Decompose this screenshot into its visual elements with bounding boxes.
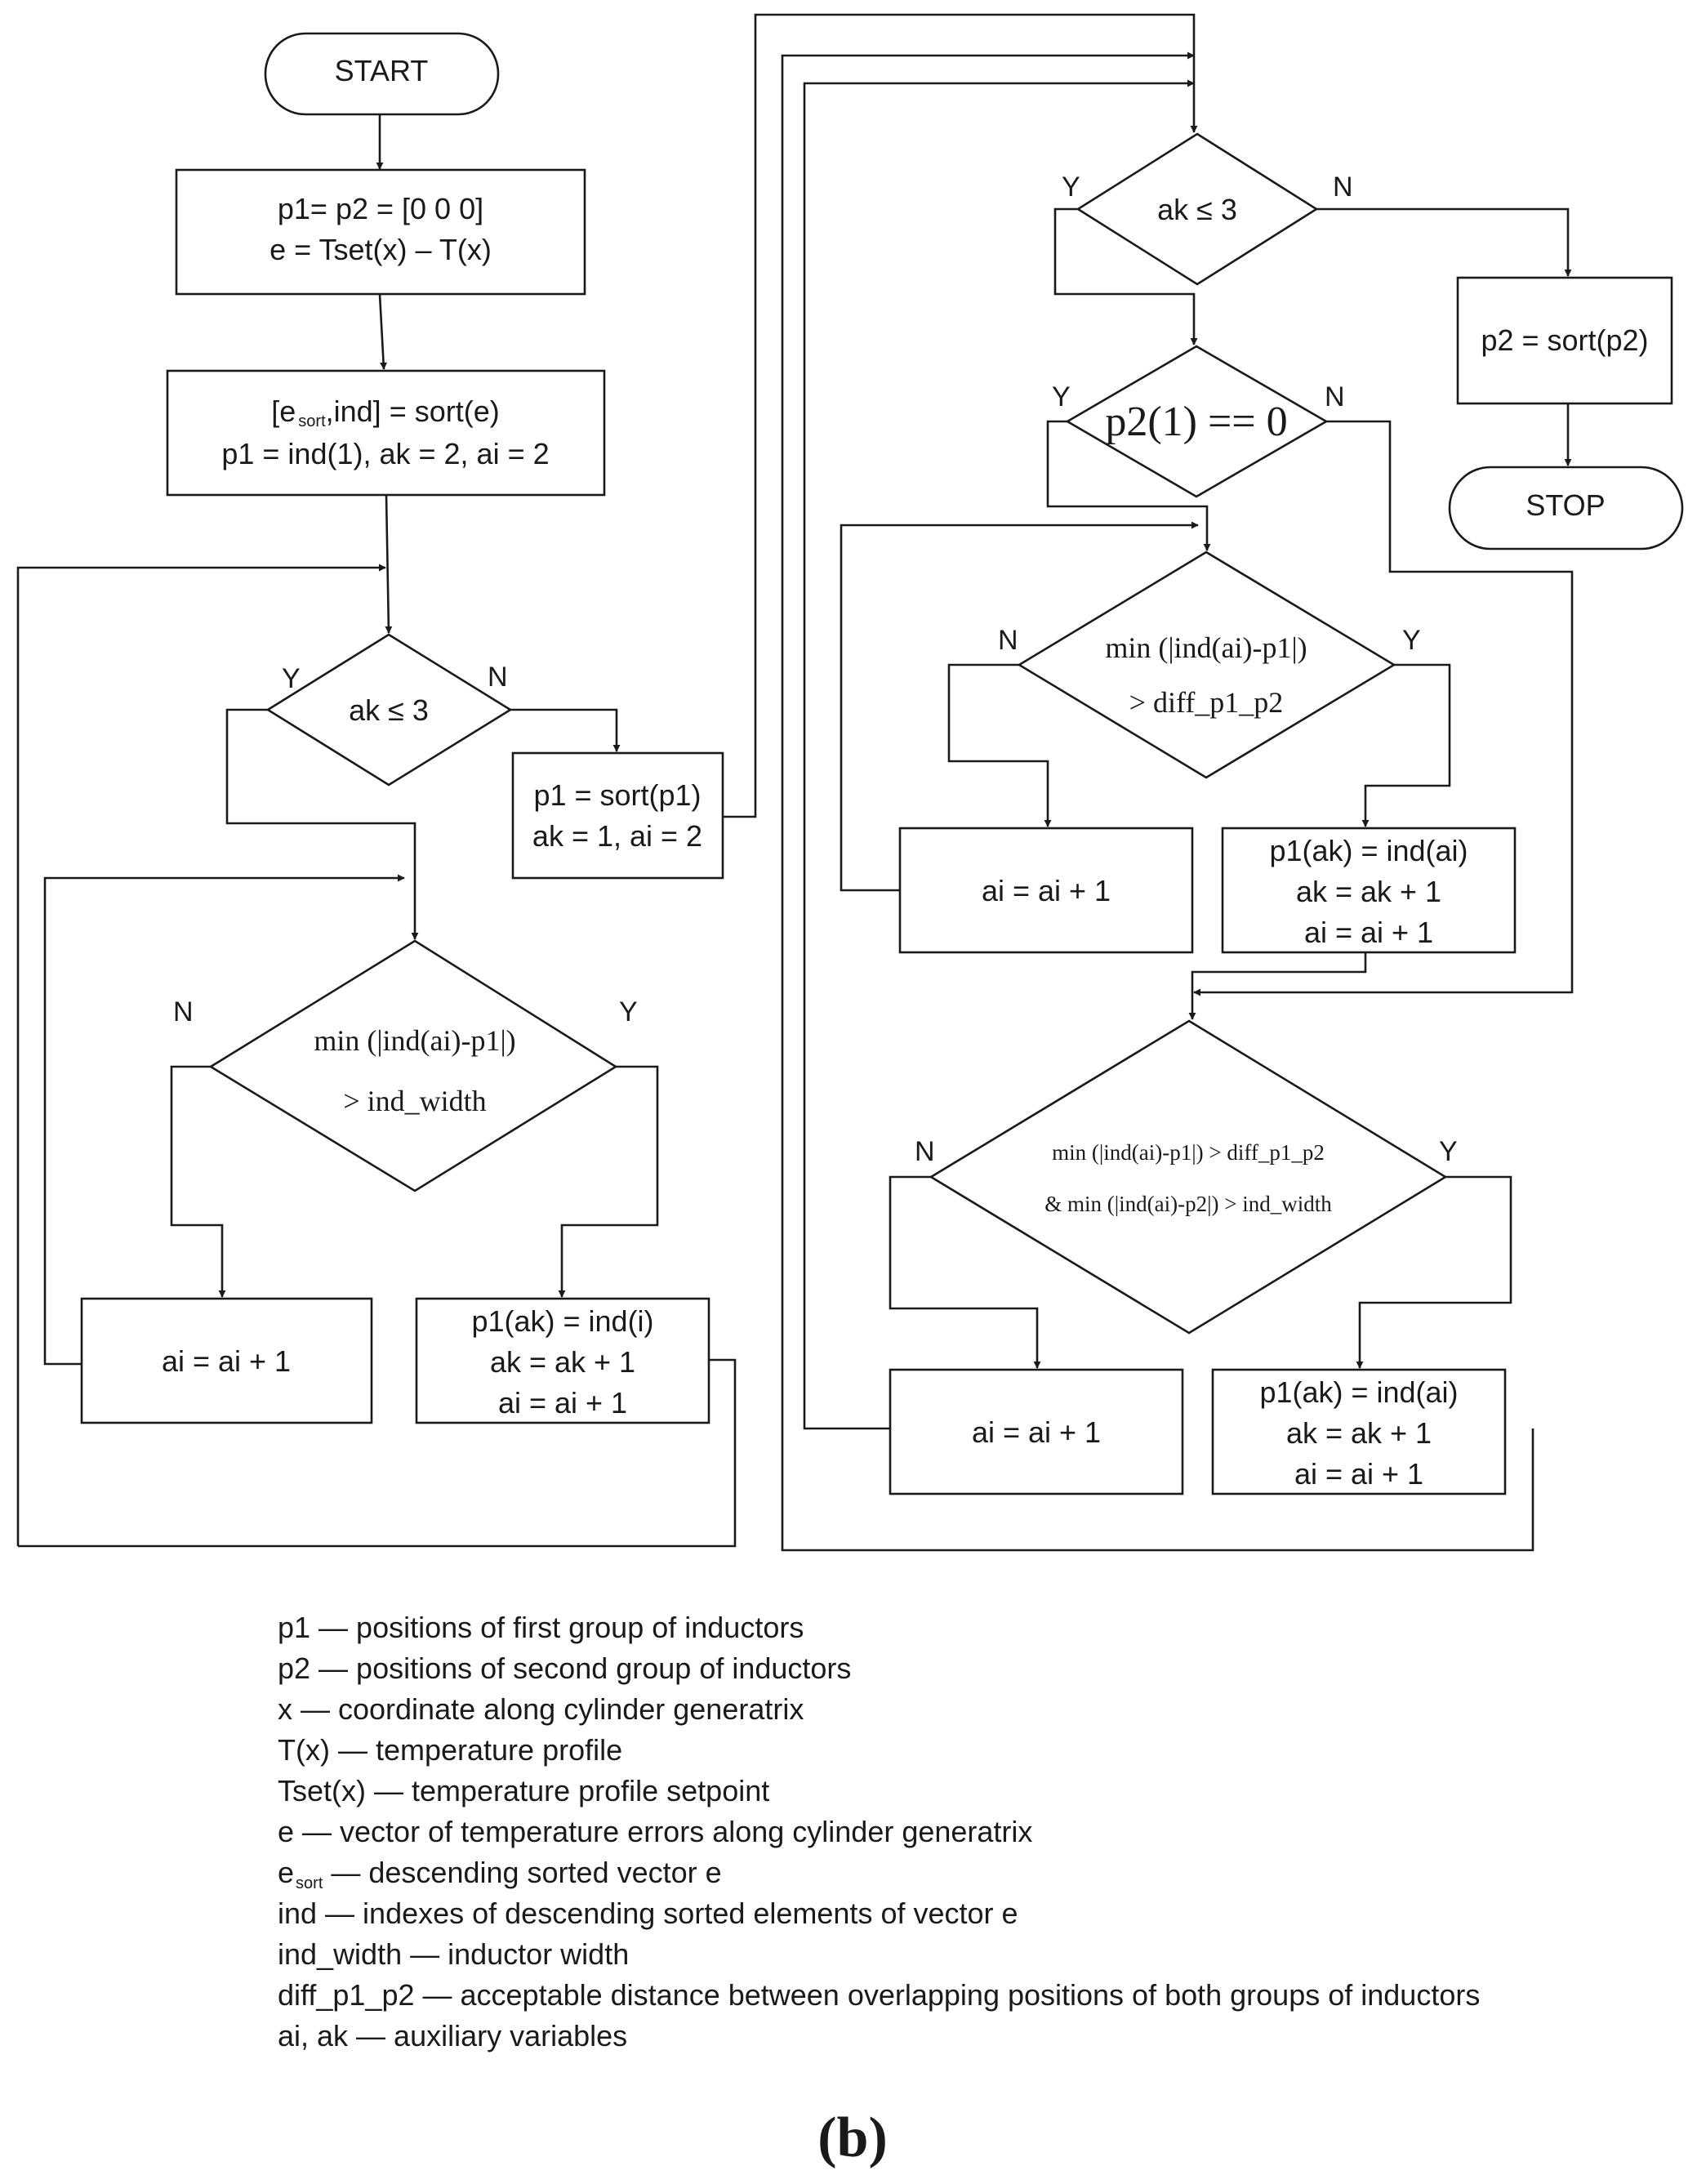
left-ak-condition: ak ≤ 3 — [349, 693, 429, 727]
arrow-init-to-sort — [378, 293, 388, 370]
p1sort-line1: p1 = sort(p1) — [533, 778, 701, 812]
figure-caption: (b) — [817, 2106, 888, 2169]
process-right-inc-ai-2: ai = ai + 1 — [889, 1368, 1184, 1495]
decision-right-ak: ak ≤ 3 — [1076, 132, 1319, 286]
decision-left-min: min (|ind(ai)-p1|) > ind_width — [208, 939, 618, 1192]
left-assign-line3: ai = ai + 1 — [498, 1386, 627, 1420]
stop-label: STOP — [1526, 488, 1605, 522]
process-left-inc-ai: ai = ai + 1 — [80, 1297, 373, 1424]
legend-item: Tset(x) — temperature profile setpoint — [278, 1774, 769, 1807]
p2-zero-condition: p2(1) == 0 — [1105, 399, 1287, 445]
right-assign-2-line3: ai = ai + 1 — [1294, 1457, 1423, 1491]
left-min-line1: min (|ind(ai)-p1|) — [314, 1024, 515, 1057]
sort-line2: p1 = ind(1), ak = 2, ai = 2 — [221, 437, 549, 470]
left-inc-ai-label: ai = ai + 1 — [162, 1344, 291, 1378]
init-line1: p1= p2 = [0 0 0] — [278, 192, 483, 225]
right-ak-no-label: N — [1333, 172, 1353, 203]
legend-item: e — vector of temperature errors along c… — [278, 1815, 1032, 1848]
arrow-inner-loop-entry — [43, 874, 405, 1366]
legend-item: ai, ak — auxiliary variables — [278, 2019, 627, 2053]
right-assign-1-line2: ak = ak + 1 — [1296, 875, 1441, 908]
right-min-no-label: N — [998, 625, 1018, 656]
arrow-right-loop2-entry — [803, 79, 1195, 1430]
legend-item: ind_width — inductor width — [278, 1937, 629, 1971]
right-dual-yes-label: Y — [1439, 1136, 1458, 1167]
arrow-right-min-yes — [1361, 663, 1451, 827]
arrow-right-ak-yes — [1053, 207, 1198, 345]
right-inc-ai-2-label: ai = ai + 1 — [972, 1415, 1101, 1449]
right-ak-yes-label: Y — [1062, 172, 1080, 203]
arrow-right-ak-no — [1316, 207, 1572, 277]
arrow-p2-yes — [1046, 420, 1211, 551]
p2sort-label: p2 = sort(p2) — [1481, 323, 1648, 357]
right-assign-1-line3: ai = ai + 1 — [1304, 916, 1433, 949]
arrow-left-min-no — [170, 1065, 226, 1298]
arrow-p2-no — [1193, 420, 1574, 996]
branch-labels: Y N N Y Y N Y N N Y N Y — [173, 172, 1458, 1167]
arrow-dual-yes — [1356, 1175, 1512, 1369]
process-left-assign: p1(ak) = ind(i) ak = ak + 1 ai = ai + 1 — [415, 1297, 710, 1424]
left-min-yes-label: Y — [619, 996, 638, 1027]
arrow-dual-no — [889, 1175, 1041, 1369]
p2-no-label: N — [1325, 381, 1345, 412]
process-right-assign-2: p1(ak) = ind(ai) ak = ak + 1 ai = ai + 1 — [1211, 1368, 1507, 1495]
left-ak-yes-label: Y — [282, 663, 301, 694]
arrow-assign1-to-dual — [1188, 953, 1367, 1020]
process-right-inc-ai-1: ai = ai + 1 — [898, 827, 1194, 954]
right-assign-2-line1: p1(ak) = ind(ai) — [1259, 1375, 1458, 1409]
terminal-stop: STOP — [1448, 466, 1684, 550]
left-min-line2: > ind_width — [343, 1085, 486, 1117]
process-right-assign-1: p1(ak) = ind(ai) ak = ak + 1 ai = ai + 1 — [1221, 827, 1517, 954]
arrow-left-assign-return — [18, 1358, 737, 1548]
right-assign-2-line2: ak = ak + 1 — [1286, 1416, 1432, 1450]
legend-item: T(x) — temperature profile — [278, 1733, 622, 1767]
arrow-right-min-no — [947, 663, 1052, 827]
right-dual-no-label: N — [915, 1136, 935, 1167]
legend: p1 — positions of first group of inducto… — [278, 1611, 1480, 2053]
arrow-outer-loop-entry — [16, 564, 386, 1546]
decision-right-dual: min (|ind(ai)-p1|) > diff_p1_p2 & min (|… — [929, 1019, 1448, 1335]
right-ak-condition: ak ≤ 3 — [1157, 193, 1237, 226]
process-p1sort: p1 = sort(p1) ak = 1, ai = 2 — [511, 751, 724, 880]
right-min-line1: min (|ind(ai)-p1|) — [1105, 631, 1307, 664]
arrow-left-ak-no — [510, 708, 621, 752]
right-min-yes-label: Y — [1402, 625, 1421, 656]
arrow-left-min-yes — [558, 1065, 659, 1298]
arrow-left-ak-yes — [225, 708, 419, 940]
left-assign-line2: ak = ak + 1 — [490, 1345, 635, 1379]
right-min-line2: > diff_p1_p2 — [1129, 686, 1284, 719]
left-ak-no-label: N — [488, 662, 508, 693]
start-label: START — [335, 54, 429, 87]
decision-left-ak: ak ≤ 3 — [265, 633, 513, 787]
right-dual-line1: min (|ind(ai)-p1|) > diff_p1_p2 — [1052, 1140, 1325, 1165]
right-dual-line2: & min (|ind(ai)-p2|) > ind_width — [1044, 1192, 1332, 1216]
legend-item: p1 — positions of first group of inducto… — [278, 1611, 804, 1644]
process-init: p1= p2 = [0 0 0] e = Tset(x) – T(x) — [175, 168, 586, 296]
decision-right-min: min (|ind(ai)-p1|) > diff_p1_p2 — [1017, 550, 1396, 779]
right-assign-1-line1: p1(ak) = ind(ai) — [1269, 834, 1468, 867]
legend-item: diff_p1_p2 — acceptable distance between… — [278, 1978, 1480, 2012]
connectors — [16, 13, 1574, 1552]
p2-yes-label: Y — [1052, 381, 1071, 412]
arrow-sort-to-cond-ak — [385, 494, 393, 634]
right-inc-ai-1-label: ai = ai + 1 — [982, 874, 1111, 907]
process-p2sort: p2 = sort(p2) — [1456, 276, 1673, 405]
left-assign-line1: p1(ak) = ind(i) — [471, 1304, 653, 1338]
arrow-right-loop1-entry — [781, 51, 1534, 1552]
terminal-start: START — [264, 32, 500, 116]
arrow-right-inner-loop-entry — [840, 521, 1199, 892]
legend-item: p2 — positions of second group of induct… — [278, 1651, 851, 1685]
left-min-no-label: N — [173, 996, 194, 1027]
legend-item: ind — indexes of descending sorted eleme… — [278, 1897, 1018, 1930]
init-line2: e = Tset(x) – T(x) — [269, 233, 492, 266]
p1sort-line2: ak = 1, ai = 2 — [532, 819, 702, 853]
decision-p2-zero: p2(1) == 0 — [1065, 345, 1329, 498]
legend-item: x — coordinate along cylinder generatrix — [278, 1692, 804, 1726]
